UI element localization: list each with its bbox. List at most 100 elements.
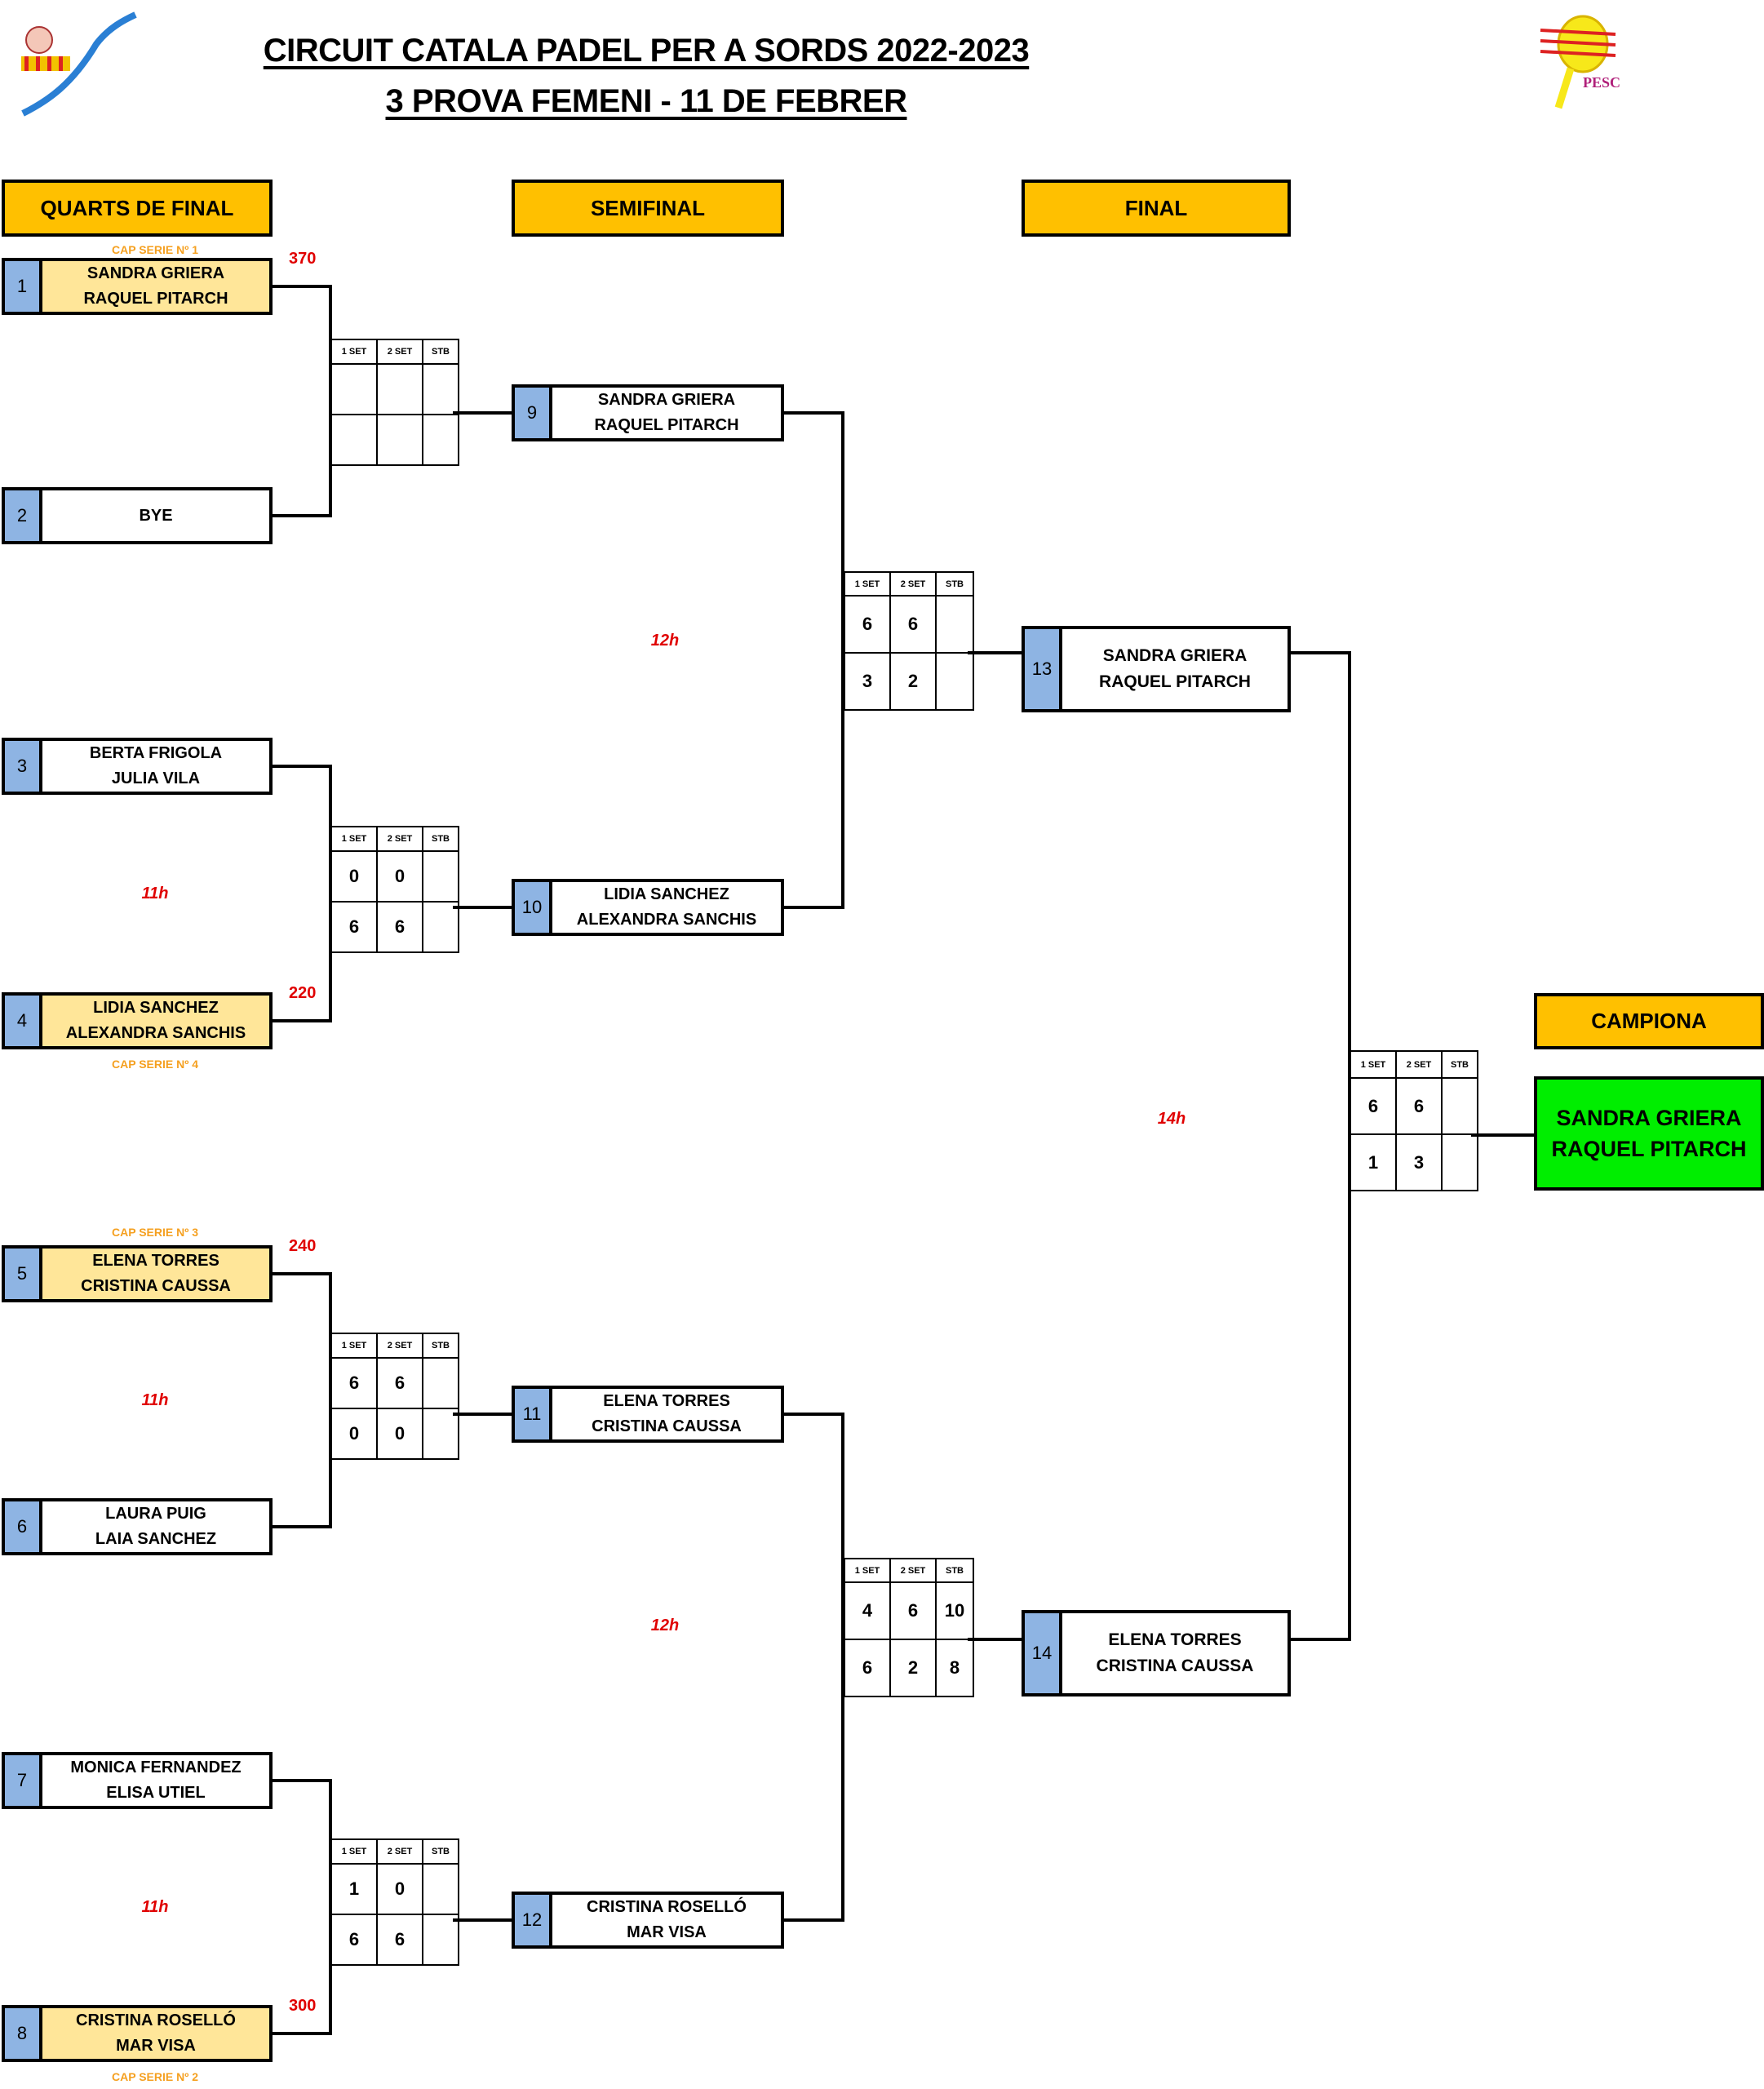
score-cell[interactable]: 8 bbox=[935, 1639, 974, 1697]
score-cell[interactable] bbox=[422, 901, 459, 953]
connector-line bbox=[272, 1779, 332, 1782]
score-cell[interactable]: 6 bbox=[330, 901, 378, 953]
score-cell[interactable] bbox=[1441, 1077, 1478, 1135]
score-cell[interactable] bbox=[935, 652, 974, 711]
score-cell[interactable]: 1 bbox=[1350, 1133, 1397, 1191]
score-cell[interactable]: 6 bbox=[330, 1914, 378, 1966]
score-cell[interactable] bbox=[422, 1408, 459, 1460]
score-cell[interactable] bbox=[376, 363, 423, 415]
player-name: RAQUEL PITARCH bbox=[594, 416, 739, 434]
score-cell[interactable] bbox=[376, 414, 423, 466]
score-cell[interactable] bbox=[422, 363, 459, 415]
team-number: 10 bbox=[515, 882, 552, 933]
score-cell[interactable]: 0 bbox=[376, 850, 423, 903]
score-cell[interactable]: 0 bbox=[376, 1863, 423, 1915]
score-cell[interactable]: 1 bbox=[330, 1863, 378, 1915]
player-name: ELENA TORRES bbox=[1108, 1630, 1242, 1649]
player-name: BERTA FRIGOLA bbox=[89, 744, 223, 762]
team-number: 7 bbox=[5, 1755, 42, 1806]
connector-line bbox=[841, 1413, 844, 1922]
score-cell[interactable]: 6 bbox=[376, 901, 423, 953]
score-cell[interactable]: 6 bbox=[1350, 1077, 1397, 1135]
score-cell[interactable]: 6 bbox=[376, 1914, 423, 1966]
player-name: ELENA TORRES bbox=[92, 1252, 219, 1270]
score-header: STB bbox=[935, 1558, 974, 1583]
score-cell[interactable]: 6 bbox=[844, 1639, 891, 1697]
score-cell[interactable] bbox=[330, 414, 378, 466]
score-header: STB bbox=[935, 571, 974, 597]
connector-line bbox=[783, 1413, 844, 1416]
team-names: ELENA TORRES CRISTINA CAUSSA bbox=[42, 1249, 269, 1299]
score-cell[interactable]: 6 bbox=[889, 1581, 937, 1640]
score-cell[interactable] bbox=[330, 363, 378, 415]
score-header: STB bbox=[422, 1333, 459, 1359]
score-cell[interactable]: 0 bbox=[330, 850, 378, 903]
score-cell[interactable] bbox=[422, 414, 459, 466]
seed-points: 300 bbox=[289, 1997, 317, 2015]
connector-line bbox=[453, 1918, 513, 1922]
connector-line bbox=[841, 411, 844, 909]
score-cell[interactable] bbox=[422, 850, 459, 903]
connector-line bbox=[329, 1272, 332, 1528]
seed-label: CAP SERIE Nº 2 bbox=[112, 2070, 198, 2083]
round-header-quarter: QUARTS DE FINAL bbox=[2, 180, 273, 237]
score-cell[interactable]: 10 bbox=[935, 1581, 974, 1640]
score-cell[interactable]: 4 bbox=[844, 1581, 891, 1640]
score-cell[interactable]: 3 bbox=[844, 652, 891, 711]
score-cell[interactable]: 0 bbox=[376, 1408, 423, 1460]
score-cell[interactable]: 0 bbox=[330, 1408, 378, 1460]
padel-club-logo-icon: PESC bbox=[1540, 15, 1620, 109]
connector-line bbox=[783, 411, 844, 415]
player-name: BYE bbox=[139, 506, 173, 525]
champion-name-1: SANDRA GRIERA bbox=[1556, 1106, 1742, 1130]
player-name: CRISTINA CAUSSA bbox=[81, 1277, 231, 1295]
connector-line bbox=[272, 1019, 332, 1022]
score-cell[interactable]: 2 bbox=[889, 652, 937, 711]
score-cell[interactable]: 6 bbox=[889, 595, 937, 654]
player-name: MAR VISA bbox=[627, 1923, 707, 1941]
score-cell[interactable]: 2 bbox=[889, 1639, 937, 1697]
player-name: MAR VISA bbox=[116, 2037, 196, 2055]
score-cell[interactable]: 6 bbox=[1395, 1077, 1443, 1135]
player-name: RAQUEL PITARCH bbox=[1099, 672, 1251, 691]
connector-line bbox=[272, 514, 332, 517]
score-header: 1 SET bbox=[330, 1838, 378, 1865]
champion-box: SANDRA GRIERA RAQUEL PITARCH bbox=[1534, 1076, 1764, 1191]
match-time: 11h bbox=[141, 1391, 169, 1409]
match-time: 12h bbox=[650, 1617, 680, 1634]
score-cell[interactable] bbox=[935, 595, 974, 654]
score-cell[interactable] bbox=[422, 1914, 459, 1966]
player-name: CRISTINA CAUSSA bbox=[592, 1417, 742, 1435]
player-name: ELENA TORRES bbox=[603, 1392, 730, 1410]
score-cell[interactable]: 3 bbox=[1395, 1133, 1443, 1191]
score-header: 1 SET bbox=[1350, 1050, 1397, 1079]
score-cell[interactable]: 6 bbox=[376, 1357, 423, 1409]
score-cell[interactable] bbox=[1441, 1133, 1478, 1191]
score-cell[interactable]: 6 bbox=[330, 1357, 378, 1409]
score-cell[interactable] bbox=[422, 1357, 459, 1409]
connector-line bbox=[968, 1638, 1023, 1641]
score-cell[interactable]: 6 bbox=[844, 595, 891, 654]
score-cell[interactable] bbox=[422, 1863, 459, 1915]
